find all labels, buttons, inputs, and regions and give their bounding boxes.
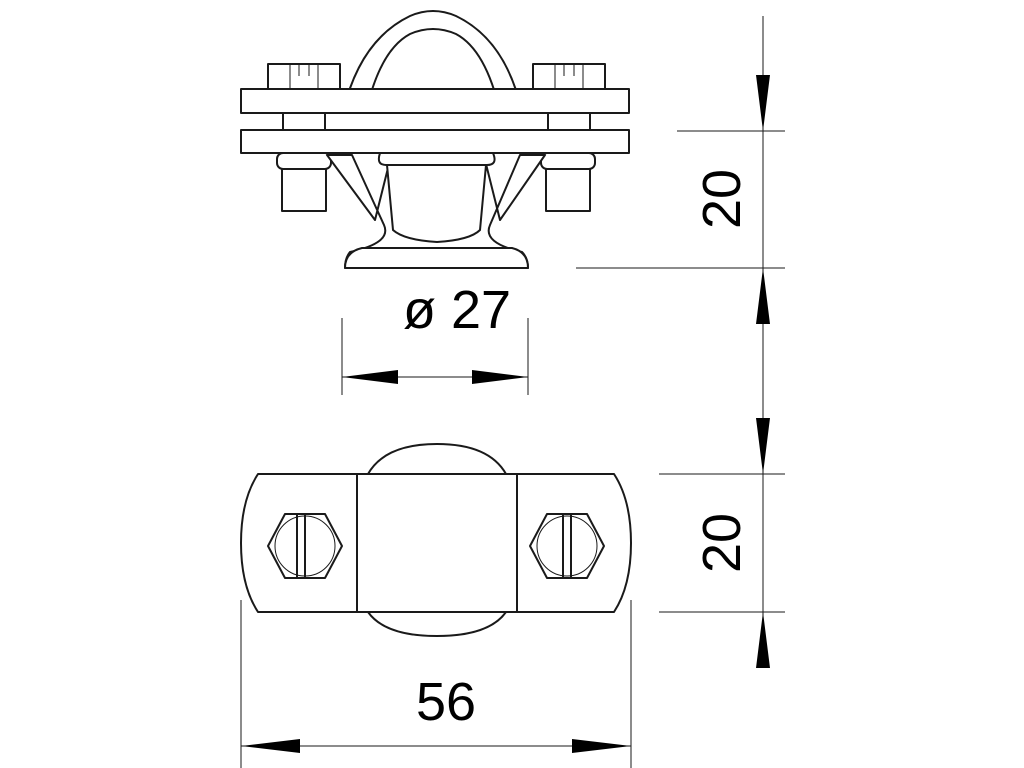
- left-nut: [276, 152, 332, 170]
- right-bolt-head: [532, 63, 606, 90]
- right-nut: [540, 152, 596, 170]
- dimension-diameter: ø 27: [341, 280, 529, 395]
- diameter-label: ø 27: [403, 280, 511, 340]
- height-lower-label: 20: [692, 513, 752, 573]
- width-label: 56: [416, 672, 476, 732]
- left-bolt-head: [267, 63, 341, 90]
- bottom-clamp-plate: [240, 129, 630, 154]
- clamp-strap: [240, 473, 632, 613]
- height-upper-label: 20: [692, 169, 752, 229]
- dimension-heights: 20 20: [576, 16, 785, 668]
- top-clamp-plate: [240, 88, 630, 114]
- top-view: [240, 443, 632, 637]
- pipe-bottom-arc: [367, 611, 507, 637]
- pipe-top-arc: [367, 443, 507, 475]
- dimension-width: 56: [240, 600, 632, 768]
- side-view: [240, 10, 630, 269]
